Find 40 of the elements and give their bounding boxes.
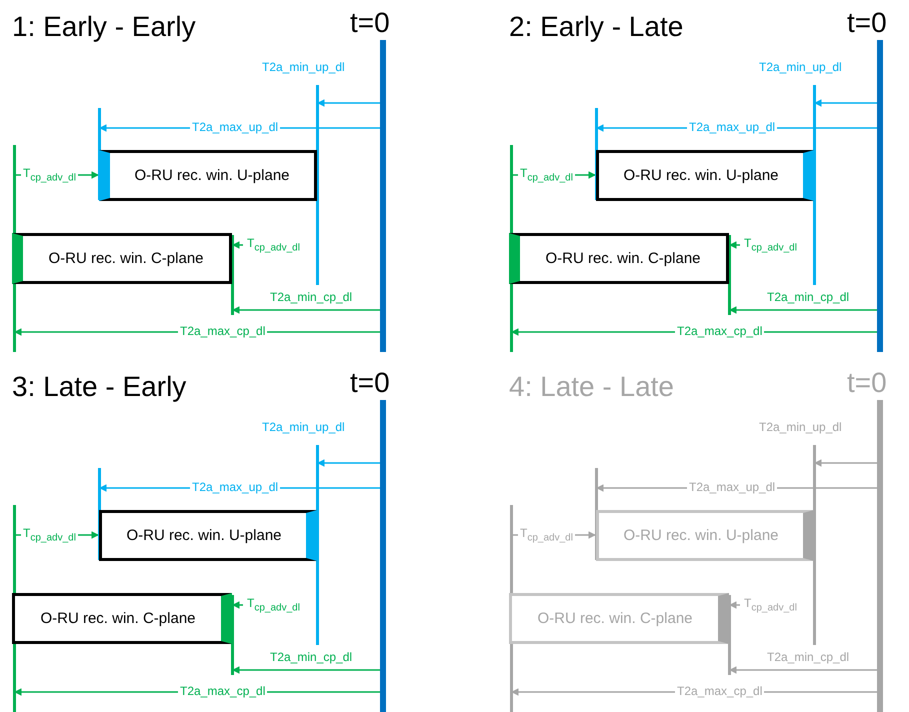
time-zero-label: t=0	[847, 6, 887, 40]
timing-label: T$_{cp_adv_dl}$	[518, 526, 575, 544]
time-zero-label: t=0	[350, 6, 390, 40]
timing-label: T2a_min_up_dl	[262, 60, 345, 74]
reception-window-box: O-RU rec. win. C-plane	[12, 233, 232, 284]
reception-window-box: O-RU rec. win. U-plane	[596, 150, 814, 201]
timing-label: T2a_max_up_dl	[190, 120, 280, 134]
timing-label: T2a_max_cp_dl	[675, 324, 764, 338]
time-zero-label: t=0	[847, 366, 887, 400]
panel-title: 1: Early - Early	[12, 10, 196, 44]
timing-label: T2a_max_up_dl	[190, 480, 280, 494]
panel-title: 4: Late - Late	[509, 370, 674, 404]
timing-label: T2a_max_cp_dl	[178, 324, 268, 338]
reception-window-box: O-RU rec. win. C-plane	[12, 593, 232, 644]
timing-label: T$_{cp_adv_dl}$	[518, 166, 575, 184]
timing-label: T$_{cp_adv_dl}$	[245, 596, 302, 614]
timing-label: T$_{cp_adv_dl}$	[742, 596, 799, 614]
timing-label: T2a_min_cp_dl	[270, 290, 352, 304]
timing-label: T2a_max_up_dl	[687, 120, 778, 134]
timing-label: T2a_max_cp_dl	[178, 684, 268, 698]
timing-label: T2a_min_cp_dl	[767, 290, 850, 304]
timing-label: T2a_min_up_dl	[262, 420, 345, 434]
time-zero-label: t=0	[350, 366, 390, 400]
timing-label: T2a_max_up_dl	[687, 480, 778, 494]
timing-label: T$_{cp_adv_dl}$	[245, 236, 302, 254]
reception-window-box: O-RU rec. win. C-plane	[509, 233, 729, 284]
timing-label: T$_{cp_adv_dl}$	[742, 236, 799, 254]
panel-title: 2: Early - Late	[509, 10, 684, 44]
reception-window-box: O-RU rec. win. U-plane	[99, 150, 317, 201]
reception-window-box: O-RU rec. win. C-plane	[509, 593, 729, 644]
timing-label: T2a_min_cp_dl	[767, 650, 850, 664]
timing-label: T2a_max_cp_dl	[675, 684, 764, 698]
timing-label: T2a_min_cp_dl	[270, 650, 352, 664]
panel-title: 3: Late - Early	[12, 370, 186, 404]
timing-label: T$_{cp_adv_dl}$	[21, 526, 78, 544]
timing-label: T$_{cp_adv_dl}$	[21, 166, 78, 184]
timing-label: T2a_min_up_dl	[759, 60, 842, 74]
reception-window-box: O-RU rec. win. U-plane	[99, 510, 317, 561]
reception-window-box: O-RU rec. win. U-plane	[596, 510, 814, 561]
timing-label: T2a_min_up_dl	[759, 420, 842, 434]
